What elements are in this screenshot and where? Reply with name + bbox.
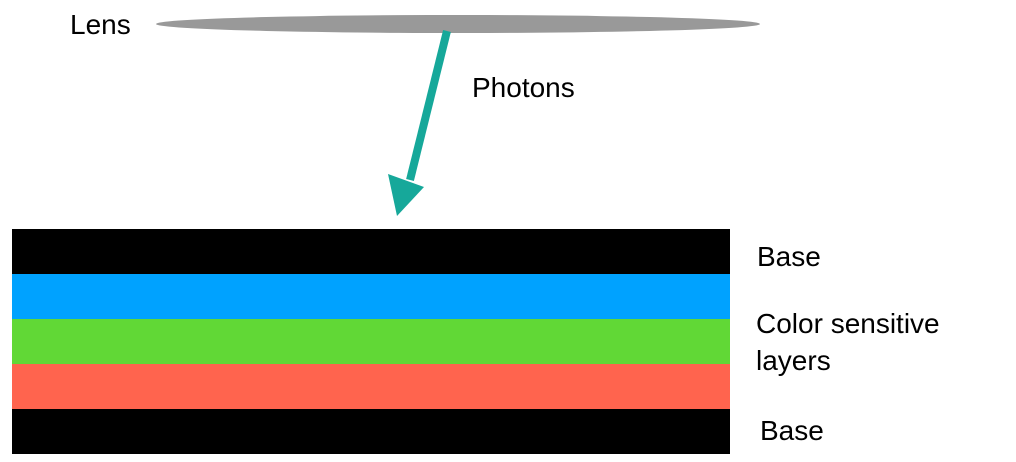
photon-arrow-head xyxy=(388,174,424,216)
base-layer-bottom xyxy=(12,409,730,454)
photon-arrow-shaft xyxy=(406,30,451,181)
green-sensitive-layer xyxy=(12,319,730,364)
red-sensitive-layer xyxy=(12,364,730,409)
base-layer-top xyxy=(12,229,730,274)
blue-sensitive-layer xyxy=(12,274,730,319)
base-bottom-label: Base xyxy=(760,415,824,446)
photons-label: Photons xyxy=(472,72,575,103)
color-layers-label-line2: layers xyxy=(756,345,831,376)
base-top-label: Base xyxy=(757,241,821,272)
color-layers-label-line1: Color sensitive xyxy=(756,308,940,339)
lens-shape xyxy=(156,15,760,33)
lens-label: Lens xyxy=(70,9,131,40)
